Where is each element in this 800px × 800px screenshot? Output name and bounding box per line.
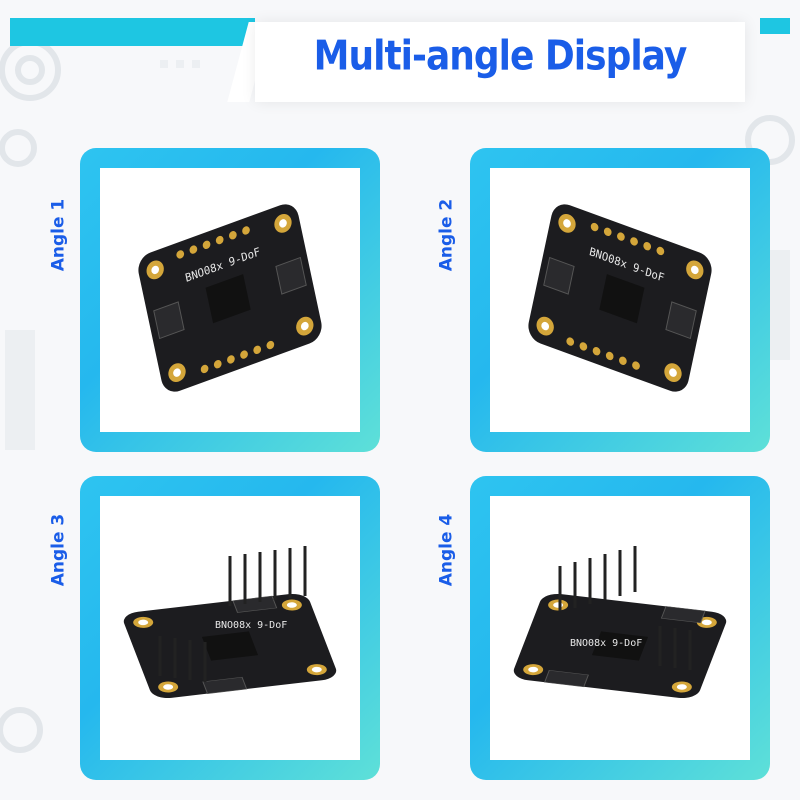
sensor-board-image: BNO08x 9-DoF <box>513 546 727 699</box>
angle-2-panel: BNO08x 9-DoF <box>470 148 770 452</box>
angle-4-panel: BNO08x 9-DoF <box>470 476 770 780</box>
angle-4-image: BNO08x 9-DoF <box>490 496 750 760</box>
angle-1-image: BNO08x 9-DoF <box>100 168 360 432</box>
header-accent-bar <box>10 18 255 46</box>
title-banner: Multi-angle Display <box>255 22 745 102</box>
angle-3-panel: BNO08x 9-DoF <box>80 476 380 780</box>
angle-1-panel: BNO08x 9-DoF <box>80 148 380 452</box>
angle-4-label: Angle 4 <box>436 513 457 587</box>
angle-2-image: BNO08x 9-DoF <box>490 168 750 432</box>
angle-3-image: BNO08x 9-DoF <box>100 496 360 760</box>
board-silkscreen-text: BNO08x 9-DoF <box>215 620 287 631</box>
header-accent-bar-right <box>760 18 790 34</box>
sensor-board-image: BNO08x 9-DoF <box>123 546 337 699</box>
sensor-board-image: BNO08x 9-DoF <box>528 204 712 392</box>
angle-2-label: Angle 2 <box>436 198 457 272</box>
angle-1-label: Angle 1 <box>48 198 69 272</box>
page-title: Multi-angle Display <box>313 32 688 81</box>
sensor-board-image: BNO08x 9-DoF <box>138 204 322 392</box>
angle-3-label: Angle 3 <box>48 513 69 587</box>
board-silkscreen-text: BNO08x 9-DoF <box>570 638 642 649</box>
